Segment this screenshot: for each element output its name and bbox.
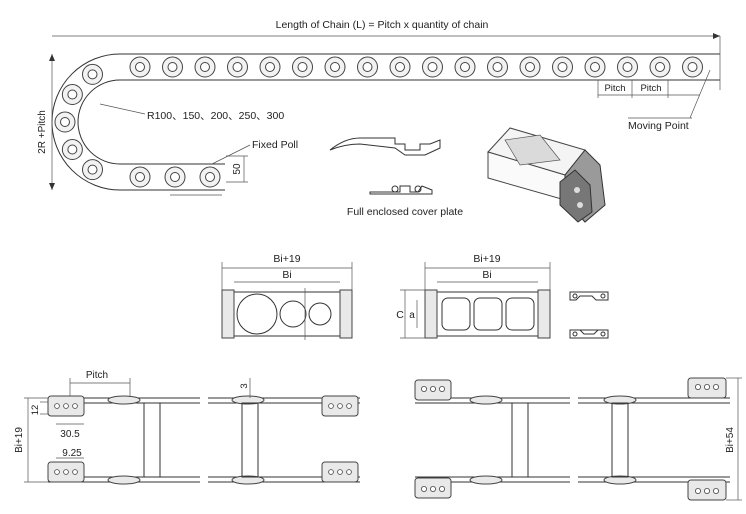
section-view-right: Bi+19 Bi C a [396, 253, 551, 339]
chain-link-pin [427, 62, 438, 72]
upper-chain-links [129, 56, 703, 78]
height-label: 2R +Pitch [37, 110, 48, 154]
chain-link-pin [492, 62, 503, 72]
pitch-label-2: Pitch [640, 83, 661, 94]
clip-profiles [569, 291, 609, 339]
chain-link-pin [460, 62, 470, 72]
cover-plate-label: Full enclosed cover plate [347, 206, 463, 218]
cover-plate-profile: Full enclosed cover plate [329, 137, 463, 218]
bottom-right-height: Bi+54 [725, 427, 736, 453]
chain-link-pin [167, 62, 178, 72]
dim-9-25-label: 9.25 [62, 448, 82, 459]
chain-link-pin [170, 172, 180, 182]
chain-link-pin [655, 62, 665, 72]
length-label: Length of Chain (L) = Pitch x quantity o… [276, 19, 489, 31]
chain-link-pin [135, 62, 145, 72]
section-view-left: Bi+19 Bi [221, 253, 353, 340]
fixed-poll-label: Fixed Poll [252, 139, 298, 151]
dim-30-5-label: 30.5 [60, 429, 80, 440]
bottom-right-view: Bi+54 [414, 377, 742, 501]
chain-link-pin [67, 89, 78, 100]
pitch-label-1: Pitch [604, 83, 625, 94]
curve-chain-links [54, 63, 221, 188]
chain-link-pin [232, 62, 243, 72]
right-outer-width: Bi+19 [473, 253, 500, 265]
chain-link-pin [395, 62, 405, 72]
chain-link-pin [67, 144, 78, 155]
dim-12-label: 12 [30, 405, 41, 416]
radius-label: R100、150、200、250、300 [147, 110, 284, 122]
fixed-dim-label: 50 [232, 163, 243, 175]
bottom-left-view: Pitch 12 30.5 9.25 Bi+19 3 [14, 370, 360, 485]
moving-point-label: Moving Point [628, 120, 689, 132]
a-dimension: a [409, 310, 415, 321]
left-outer-width: Bi+19 [273, 253, 300, 265]
chain-layout-view: Length of Chain (L) = Pitch x quantity o… [37, 19, 721, 196]
chain-link-pin [87, 164, 98, 175]
chain-link-pin [622, 62, 633, 72]
chain-link-pin [330, 62, 340, 72]
enclosed-chain-3d [487, 127, 606, 223]
dim-3-label: 3 [239, 383, 250, 388]
chain-link-pin [200, 62, 210, 72]
chain-link-pin [557, 62, 568, 72]
bottom-pitch-label: Pitch [86, 370, 108, 381]
right-inner-width: Bi [482, 269, 491, 281]
chain-link-pin [297, 62, 308, 72]
left-inner-width: Bi [282, 269, 291, 281]
chain-link-pin [87, 69, 98, 80]
chain-link-pin [590, 62, 600, 72]
chain-link-pin [362, 62, 373, 72]
chain-link-pin [205, 172, 215, 182]
bottom-left-height: Bi+19 [14, 427, 25, 453]
chain-link-pin [525, 62, 535, 72]
chain-link-pin [60, 117, 70, 127]
chain-link-pin [687, 62, 698, 72]
c-dimension: C [396, 309, 404, 321]
chain-link-pin [135, 172, 145, 182]
chain-link-pin [265, 62, 275, 72]
